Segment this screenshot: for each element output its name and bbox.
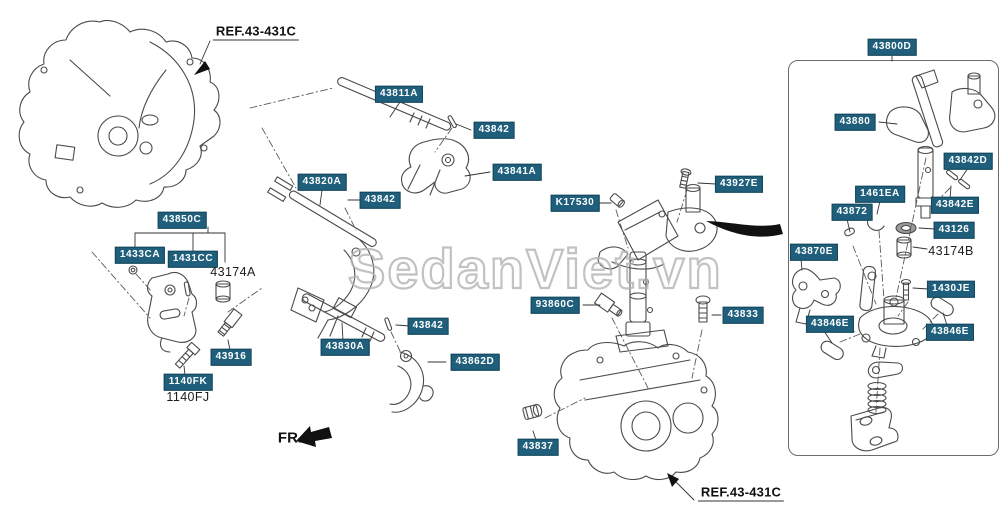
part-label-1430JE[interactable]: 1430JE bbox=[926, 280, 976, 298]
ref-label-top: REF.43-431C bbox=[212, 24, 300, 41]
part-label-43800D[interactable]: 43800D bbox=[867, 38, 917, 56]
part-label-43126[interactable]: 43126 bbox=[933, 221, 975, 239]
part-label-1431CC[interactable]: 1431CC bbox=[167, 250, 219, 268]
leader-lines bbox=[134, 40, 969, 501]
part-label-43916[interactable]: 43916 bbox=[210, 348, 252, 366]
ref-top-arrowhead bbox=[194, 61, 210, 75]
panel-parts-art bbox=[791, 69, 996, 452]
fr-arrow-icon bbox=[296, 426, 332, 447]
part-label-1461EA[interactable]: 1461EA bbox=[855, 185, 905, 203]
part-label-43830A[interactable]: 43830A bbox=[320, 338, 370, 356]
transaxle-case-art bbox=[553, 341, 719, 481]
ref-bottom-arrowhead bbox=[667, 473, 679, 487]
ref-label-bottom: REF.43-431C bbox=[697, 485, 785, 502]
part-label-43850C[interactable]: 43850C bbox=[157, 211, 207, 229]
part-label-43174A: 43174A bbox=[210, 265, 256, 279]
shift-fork-43820a-art bbox=[267, 176, 377, 339]
part-label-43842E[interactable]: 43842E bbox=[930, 196, 980, 214]
part-label-43833[interactable]: 43833 bbox=[722, 306, 764, 324]
arrows bbox=[194, 61, 783, 487]
part-label-43811A[interactable]: 43811A bbox=[374, 85, 424, 103]
part-label-43820A[interactable]: 43820A bbox=[297, 173, 347, 191]
part-label-93860C[interactable]: 93860C bbox=[530, 296, 580, 314]
detail-panel-box bbox=[788, 60, 999, 456]
part-label-43842[interactable]: 43842 bbox=[359, 191, 401, 209]
part-label-43841A[interactable]: 43841A bbox=[492, 163, 542, 181]
transmission-housing-art bbox=[18, 19, 221, 208]
part-label-43842[interactable]: 43842 bbox=[473, 121, 515, 139]
part-label-43837[interactable]: 43837 bbox=[517, 438, 559, 456]
bracket-cluster-art bbox=[128, 265, 243, 369]
part-label-43846E[interactable]: 43846E bbox=[925, 323, 975, 341]
part-label-43174B: 43174B bbox=[928, 244, 974, 258]
swoosh-pointer bbox=[706, 221, 783, 237]
part-label-K17530[interactable]: K17530 bbox=[550, 194, 600, 212]
part-label-43927E[interactable]: 43927E bbox=[714, 175, 764, 193]
part-label-1140FJ: 1140FJ bbox=[166, 390, 210, 404]
part-label-43870E[interactable]: 43870E bbox=[789, 243, 839, 261]
part-label-43880[interactable]: 43880 bbox=[834, 113, 876, 131]
part-label-43842D[interactable]: 43842D bbox=[943, 152, 993, 170]
part-label-43846E[interactable]: 43846E bbox=[805, 315, 855, 333]
fr-direction-label: FR. bbox=[277, 429, 303, 447]
part-label-1140FK[interactable]: 1140FK bbox=[163, 373, 213, 391]
shift-control-assembly-art bbox=[522, 168, 718, 420]
shift-rail-2-art bbox=[290, 287, 434, 413]
part-label-43842[interactable]: 43842 bbox=[407, 317, 449, 335]
part-label-43862D[interactable]: 43862D bbox=[450, 353, 500, 371]
part-label-1433CA[interactable]: 1433CA bbox=[114, 246, 166, 264]
part-label-43872[interactable]: 43872 bbox=[831, 203, 873, 221]
